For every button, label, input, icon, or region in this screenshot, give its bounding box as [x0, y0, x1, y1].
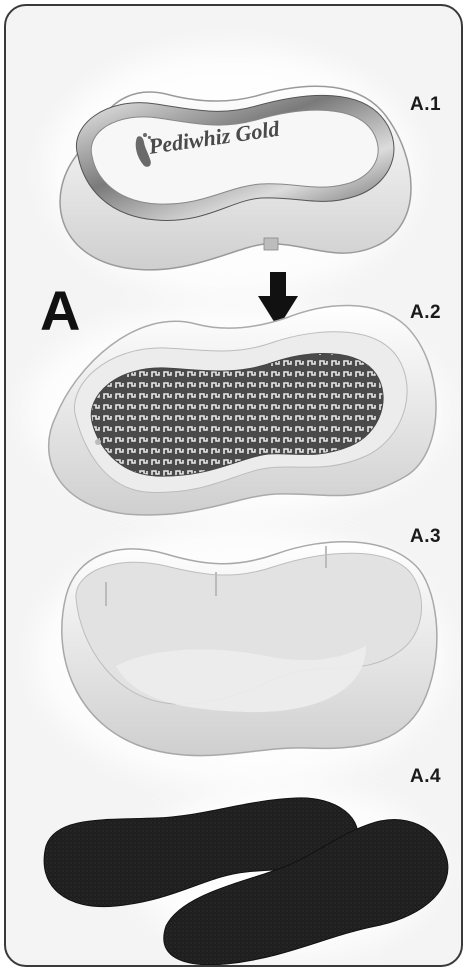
part-label-a3: A.3	[410, 526, 441, 548]
parts-illustration	[6, 6, 463, 967]
part-a1-device	[60, 86, 411, 270]
part-label-a4: A.4	[410, 766, 441, 788]
part-a2-grater-tray	[49, 305, 436, 514]
illustration-frame: Pediwhiz Gold A A.1 A.2 A.3 A.4	[4, 4, 463, 967]
part-a3-base	[62, 542, 437, 756]
part-a4-pads	[44, 798, 448, 965]
part-label-a2: A.2	[410, 302, 441, 324]
part-label-a1: A.1	[410, 94, 441, 116]
figure-letter: A	[40, 278, 80, 343]
